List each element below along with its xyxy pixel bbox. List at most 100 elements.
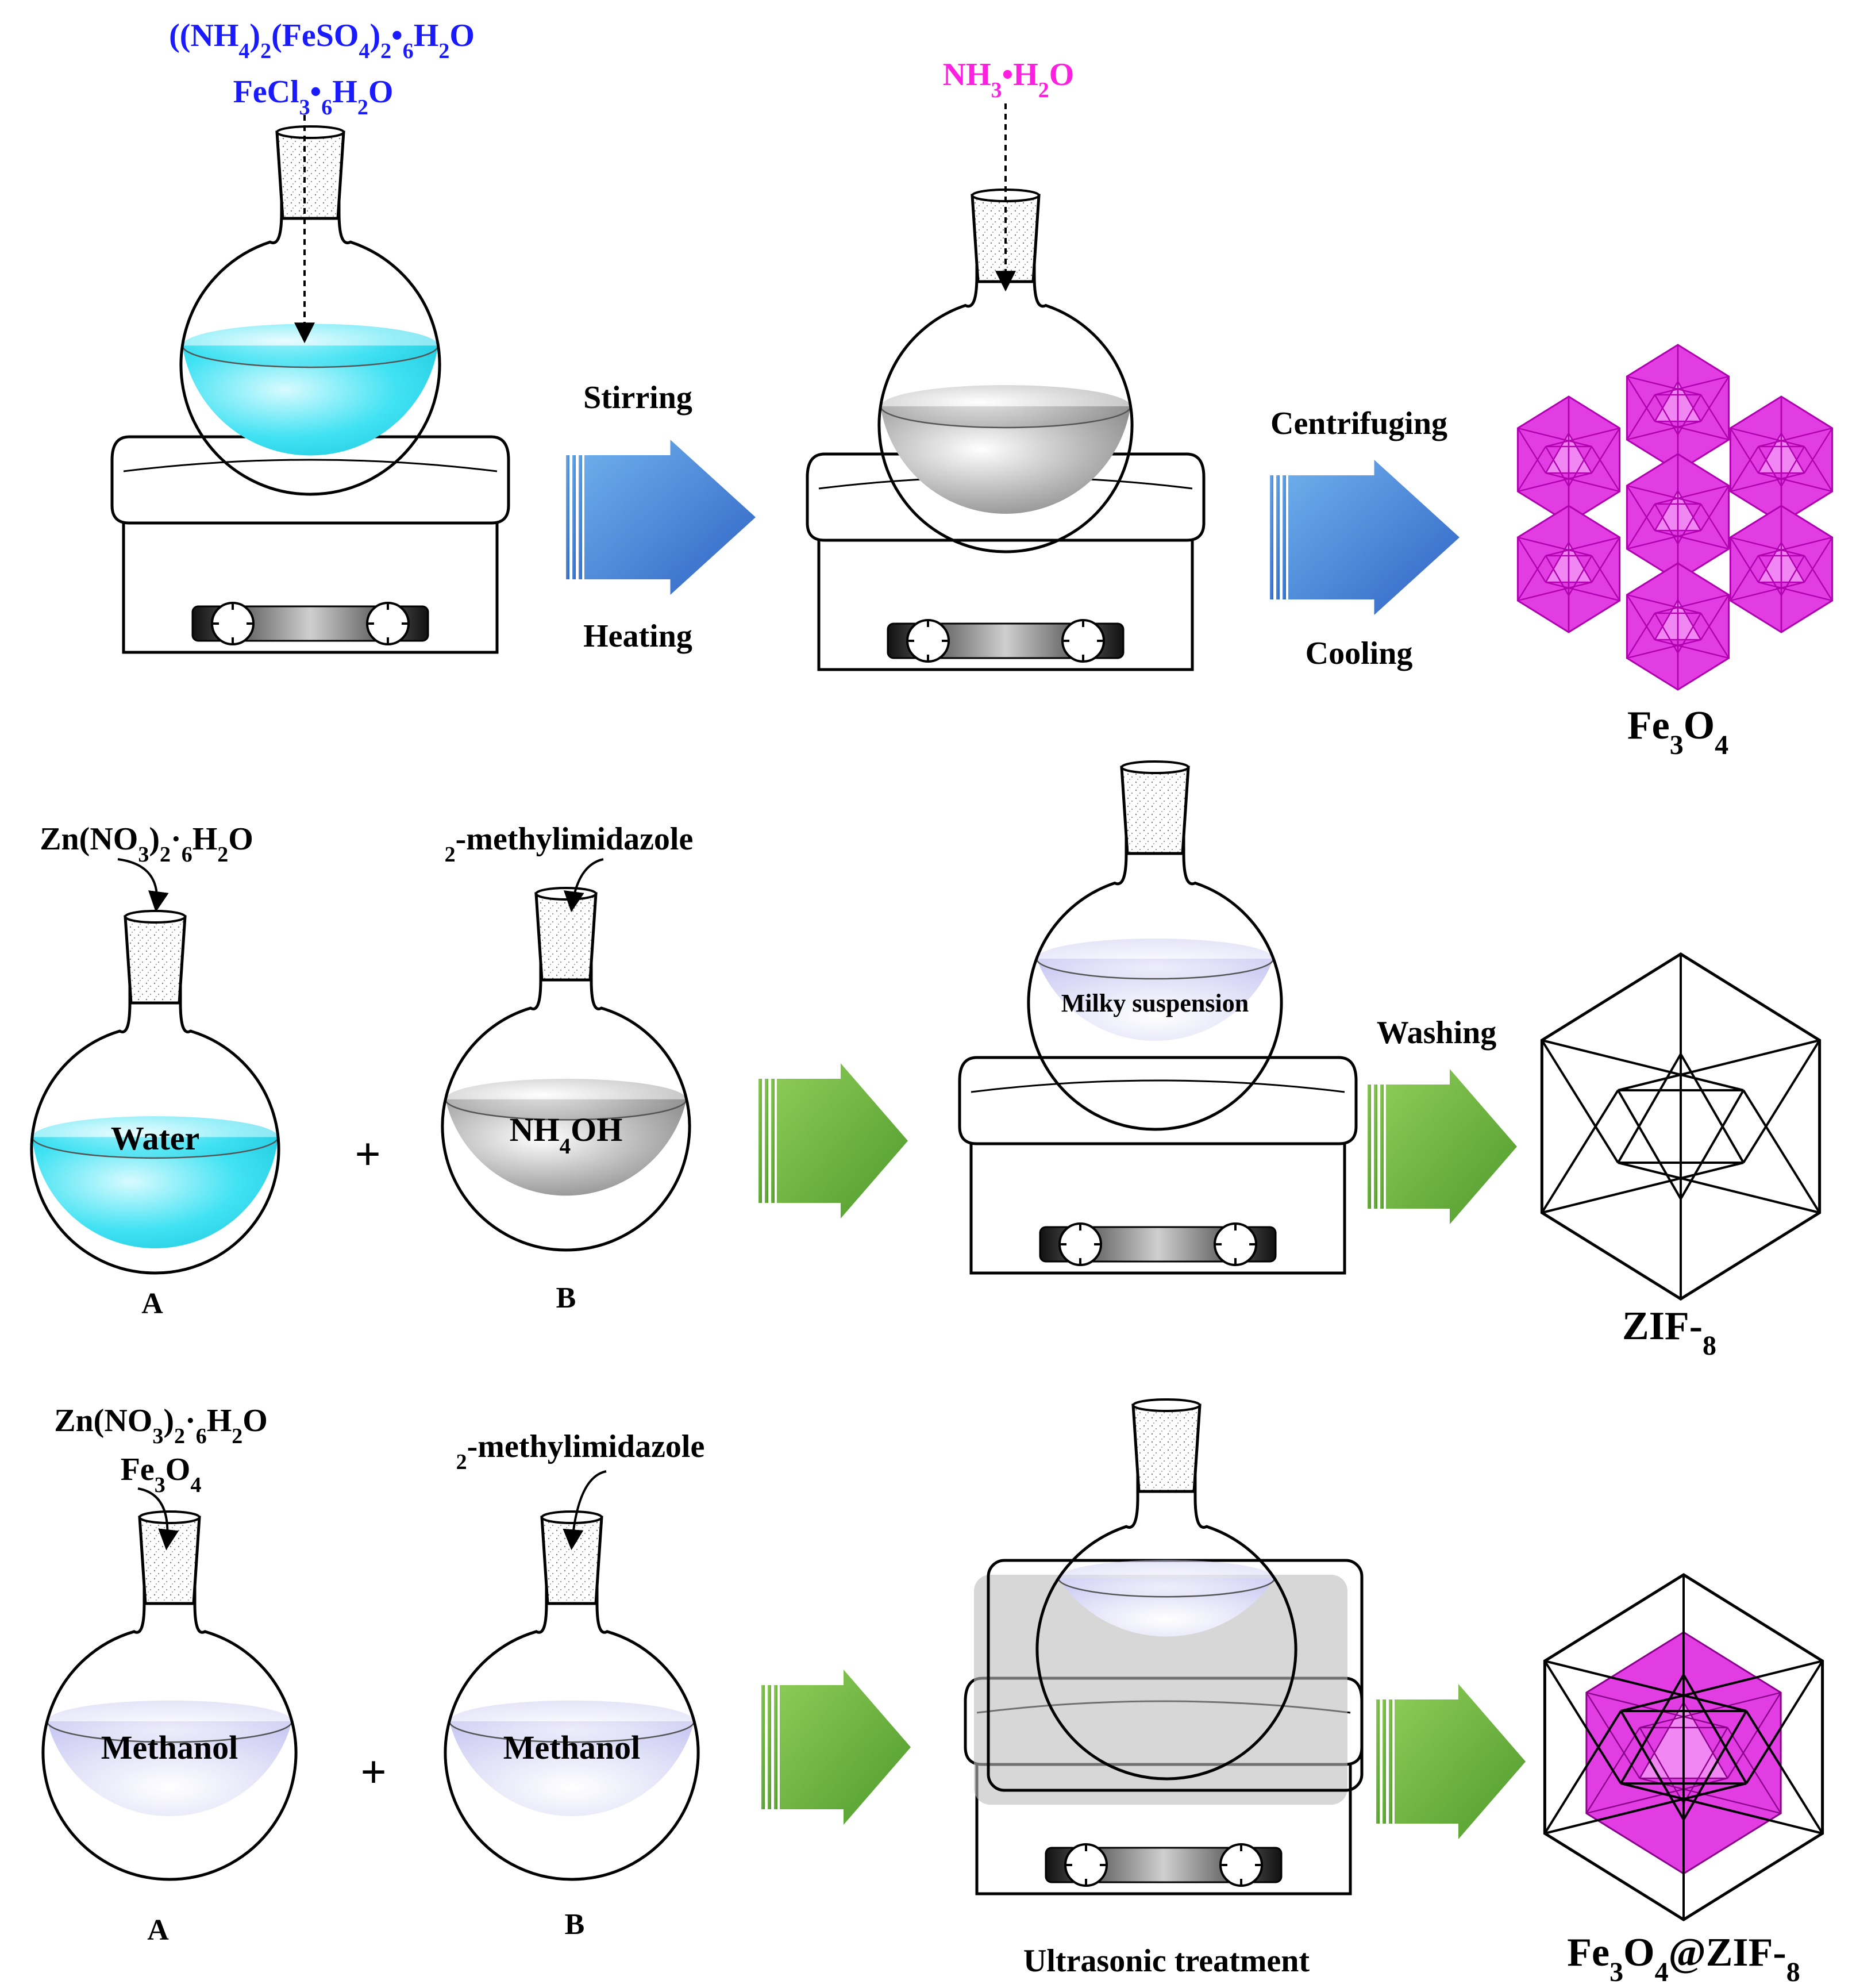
liquid-meniscus	[31, 1137, 279, 1159]
reagent-arrow-a2	[137, 1487, 179, 1551]
fe3o4-crystal	[1626, 344, 1730, 472]
flask-a-liquid-label-2: Methanol	[101, 1729, 238, 1766]
plus-sign-2: +	[360, 1747, 387, 1798]
zif8-shell	[1543, 1573, 1824, 1921]
flask-b-liquid-label: NH4OH	[510, 1111, 623, 1159]
stopper-rim	[1132, 1398, 1201, 1412]
flask-stopper	[275, 130, 345, 220]
arrow-tail-stripe	[572, 455, 576, 579]
flask-2	[877, 189, 1134, 553]
mixing-arrow	[758, 1063, 908, 1218]
step-ultrasonic: Ultrasonic treatment	[1023, 1943, 1310, 1979]
plus-sign: +	[355, 1129, 381, 1180]
arrow-tail-stripe	[1383, 1699, 1386, 1824]
liquid-meniscus	[1035, 958, 1274, 980]
liquid-meniscus	[46, 1721, 293, 1743]
final-arrow	[1376, 1684, 1526, 1839]
temperature-knob-icon[interactable]	[211, 602, 255, 645]
reagent-arrow-b2	[563, 1470, 607, 1551]
liquid-surface	[1058, 1560, 1274, 1597]
flask-a-tag-2: A	[147, 1914, 169, 1947]
zif8-crystal	[1540, 952, 1822, 1301]
product-fe3o4: Fe3O4	[1627, 703, 1728, 760]
arrow-body	[777, 1063, 908, 1218]
stopper-rim	[541, 1510, 603, 1524]
arrow-tail-stripe	[579, 455, 582, 579]
fe3o4-crystal	[1626, 453, 1730, 582]
arrow-tail-stripe	[1368, 1085, 1371, 1209]
flask-stopper	[540, 1516, 603, 1605]
hotplate-top	[110, 435, 510, 525]
arrow-tail-stripe	[758, 1079, 762, 1203]
liquid-surface	[32, 1116, 278, 1158]
temperature-knob-icon[interactable]	[1064, 1843, 1108, 1887]
reagent-ferric-chloride: FeCl3•6H2O	[233, 74, 394, 120]
reagent-ammonia: NH3•H2O	[943, 57, 1075, 102]
flask-a-tag: A	[141, 1287, 163, 1320]
arrow-body	[780, 1670, 911, 1825]
hotplate-edge	[123, 459, 498, 472]
arrow-tail-stripe	[761, 1685, 765, 1809]
liquid-surface	[182, 324, 438, 368]
centrifuging-cooling-arrow	[1270, 460, 1460, 615]
flask-liquid	[47, 1721, 292, 1816]
liquid-meniscus	[445, 1099, 687, 1121]
flask-outline	[877, 218, 1134, 553]
step-washing: Washing	[1377, 1015, 1497, 1051]
flask-milky	[1027, 760, 1283, 1131]
stopper-rim	[138, 1510, 201, 1524]
bath-shadow	[974, 1575, 1347, 1805]
step-cooling: Cooling	[1306, 636, 1413, 671]
flask-a-liquid-label: Water	[111, 1120, 200, 1157]
arrow-tail-stripe	[1276, 475, 1280, 599]
arrow-tail-stripe	[1389, 1699, 1392, 1824]
arrow-tail-stripe	[566, 455, 569, 579]
stopper-rim	[535, 887, 597, 901]
flask-liquid	[880, 406, 1131, 514]
liquid-surface	[445, 1079, 687, 1120]
flask-outline	[30, 940, 280, 1275]
flask-b-liquid-label-2: Methanol	[503, 1729, 640, 1766]
arrow-tail-stripe	[1270, 475, 1273, 599]
temperature-knob-icon[interactable]	[906, 619, 950, 663]
fe3o4-crystal	[1626, 562, 1730, 691]
hotplate-edge	[971, 1079, 1345, 1093]
flask-outline	[444, 1540, 700, 1881]
flask-stopper	[534, 892, 598, 982]
fe3o4-crystal	[1516, 395, 1621, 524]
reagent-zinc-nitrate: Zn(NO3)2·6H2O	[40, 821, 253, 867]
flask-b-ammonium	[441, 887, 691, 1252]
product-fe3o4-zif8: Fe3O4@ZIF-8	[1567, 1931, 1800, 1987]
temperature-knob-icon[interactable]	[1058, 1222, 1102, 1266]
product-zif8: ZIF-8	[1622, 1304, 1716, 1361]
speed-knob-icon[interactable]	[366, 602, 410, 645]
liquid-surface	[1036, 938, 1274, 979]
stopper-rim	[276, 125, 345, 139]
flask-ultrasonic	[1035, 1398, 1297, 1781]
flask-outline	[1035, 1428, 1297, 1781]
arrow-body	[1288, 460, 1460, 615]
arrow-body	[1395, 1684, 1526, 1839]
reagent-fe3o4: Fe3O4	[121, 1452, 202, 1497]
stirring-heating-arrow	[566, 440, 756, 595]
mixture-label: Milky suspension	[1061, 989, 1249, 1017]
flask-outline	[41, 1540, 298, 1881]
speed-knob-icon[interactable]	[1219, 1843, 1263, 1887]
reagent-arrow-b	[563, 858, 604, 913]
flask-b-methanol	[444, 1510, 700, 1881]
flask-stopper	[1120, 766, 1190, 855]
speed-knob-icon[interactable]	[1061, 619, 1105, 663]
liquid-surface	[880, 385, 1131, 428]
liquid-meniscus	[1057, 1578, 1276, 1598]
stopper-rim	[1120, 760, 1189, 774]
speed-knob-icon[interactable]	[1214, 1222, 1257, 1266]
flask-a-methanol	[41, 1510, 298, 1881]
flask-b-tag-2: B	[565, 1908, 585, 1941]
arrow-tail-stripe	[1376, 1699, 1380, 1824]
flask-stopper	[124, 915, 187, 1005]
step-stirring: Stirring	[583, 380, 692, 416]
drawing-layer: ((NH4)2(FeSO4)2•6H2OFeCl3•6H2OStirringHe…	[30, 18, 1834, 1987]
hotplate-3	[958, 1056, 1358, 1275]
arrow-tail-stripe	[774, 1685, 777, 1809]
